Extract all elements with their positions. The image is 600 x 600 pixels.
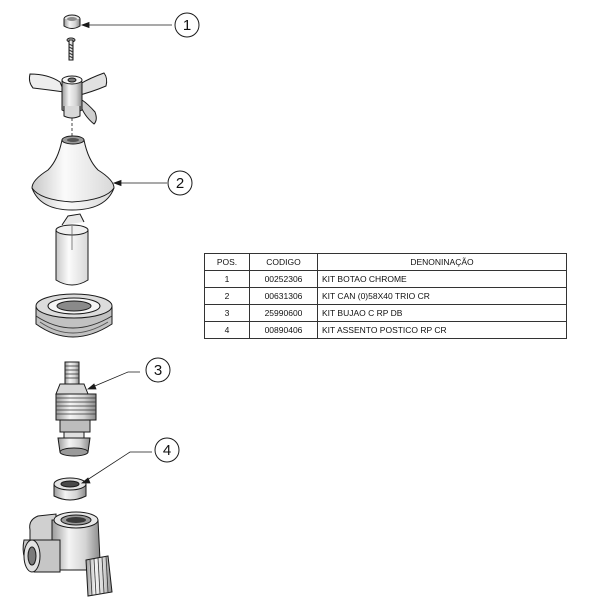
part-seat-insert <box>53 477 87 501</box>
cell-pos: 3 <box>204 304 250 322</box>
cell-denominacao: KIT CAN (0)58X40 TRIO CR <box>317 287 567 305</box>
header-pos: POS. <box>204 253 250 271</box>
header-codigo: CODIGO <box>249 253 318 271</box>
callout-1: 1 <box>174 12 200 38</box>
part-flange-ring <box>35 293 113 338</box>
part-cartridge-stem <box>55 361 97 457</box>
part-cone-cover <box>31 135 115 211</box>
cell-pos: 2 <box>204 287 250 305</box>
part-button-cap <box>63 14 81 29</box>
callout-2-label: 2 <box>176 175 184 192</box>
callout-1-label: 1 <box>183 17 191 34</box>
cell-codigo: 00252306 <box>249 270 318 288</box>
cell-codigo: 00890406 <box>249 321 318 339</box>
header-denominacao: DENONINAÇÃO <box>317 253 567 271</box>
table-row: 2 00631306 KIT CAN (0)58X40 TRIO CR <box>204 287 567 305</box>
callout-4: 4 <box>154 437 180 463</box>
part-valve-body <box>22 511 113 597</box>
leader-lines <box>80 21 172 484</box>
callout-3-label: 3 <box>154 362 162 379</box>
table-row: 3 25990600 KIT BUJAO C RP DB <box>204 304 567 322</box>
table-header-row: POS. CODIGO DENONINAÇÃO <box>204 253 567 271</box>
callout-3: 3 <box>145 357 171 383</box>
part-sleeve <box>55 213 89 286</box>
cell-denominacao: KIT BOTAO CHROME <box>317 270 567 288</box>
parts-list-table: POS. CODIGO DENONINAÇÃO 1 00252306 KIT B… <box>204 253 567 339</box>
callout-4-label: 4 <box>163 442 171 459</box>
cell-codigo: 00631306 <box>249 287 318 305</box>
part-cross-handle <box>28 72 108 125</box>
cell-denominacao: KIT BUJAO C RP DB <box>317 304 567 322</box>
cell-pos: 1 <box>204 270 250 288</box>
table-row: 1 00252306 KIT BOTAO CHROME <box>204 270 567 288</box>
cell-pos: 4 <box>204 321 250 339</box>
table-row: 4 00890406 KIT ASSENTO POSTICO RP CR <box>204 321 567 339</box>
cell-denominacao: KIT ASSENTO POSTICO RP CR <box>317 321 567 339</box>
callout-2: 2 <box>167 170 193 196</box>
part-screw <box>66 37 76 61</box>
cell-codigo: 25990600 <box>249 304 318 322</box>
